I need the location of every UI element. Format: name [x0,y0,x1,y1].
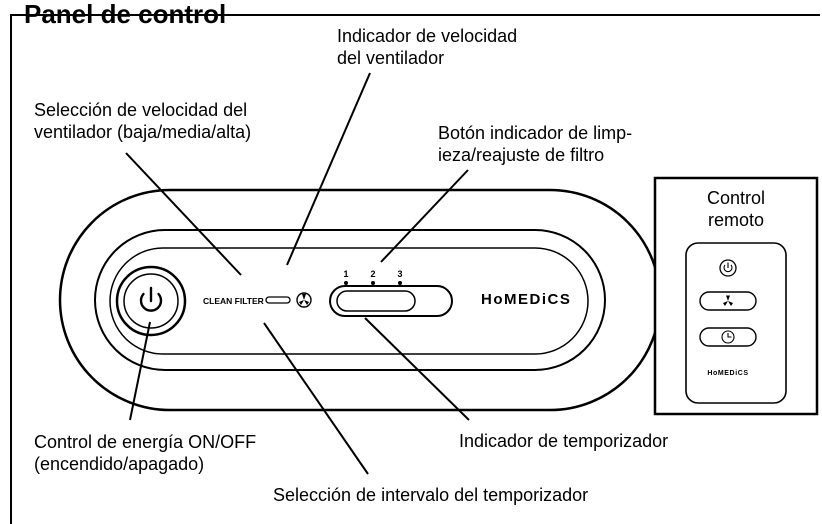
label-timer-interval: Selección de intervalo del temporizador [273,484,588,506]
leader-power [129,321,151,421]
label-line: ventilador (baja/media/alta) [34,122,252,142]
clean-filter-text: CLEAN FILTER [203,296,264,306]
label-line: Indicador de temporizador [459,431,669,451]
remote-fan-button [699,291,757,311]
label-line: ieza/reajuste de filtro [438,145,605,165]
fan-icon [723,295,733,306]
remote-power-button [719,259,737,277]
leader-timer-indicator [364,317,470,421]
fan-icon [299,294,309,305]
clock-icon [721,330,735,344]
label-line: Indicador de velocidad [337,26,518,46]
leader-fan-speed-selection [125,152,242,276]
remote-brand-logo: HoMEDiCS [707,370,748,377]
label-fan-speed-indicator: Indicador de velocidad del ventilador [337,25,517,69]
power-button [115,265,187,337]
label-line: Selección de velocidad del [34,100,248,120]
timer-slider-inner [336,290,416,312]
speed-mark-2: 2 [370,269,375,279]
speed-led-3 [398,281,402,285]
unit-brand-logo: HoMEDiCS [481,291,571,308]
label-line: Botón indicador de limp- [438,123,633,143]
label-power: Control de energía ON/OFF (encendido/apa… [34,431,256,475]
label-line: (encendido/apagado) [34,454,205,474]
label-line: Selección de intervalo del temporizador [273,485,589,505]
leader-filter-button [380,169,469,263]
label-timer-indicator: Indicador de temporizador [459,430,668,452]
speed-led-1 [344,281,348,285]
speed-mark-3: 3 [397,269,402,279]
label-remote: Control remoto [660,187,812,231]
label-line: del ventilador [337,48,445,68]
speed-led-2 [371,281,375,285]
label-line: remoto [707,210,765,230]
leader-fan-speed-indicator [286,72,371,266]
fan-speed-button [296,292,312,308]
label-line: Control [706,188,766,208]
diagram-title: Panel de control [24,0,227,29]
label-filter-button: Botón indicador de limp- ieza/reajuste d… [438,122,632,166]
label-fan-speed-selection: Selección de velocidad del ventilador (b… [34,99,251,143]
label-line: Control de energía ON/OFF [34,432,257,452]
diagram-frame: Panel de control [10,0,820,524]
speed-mark-1: 1 [343,269,348,279]
remote-timer-button [699,327,757,347]
leader-timer-interval [263,322,369,475]
power-icon [139,286,163,312]
remote-body [685,242,787,404]
power-icon [723,262,733,273]
clean-filter-indicator [265,296,291,304]
